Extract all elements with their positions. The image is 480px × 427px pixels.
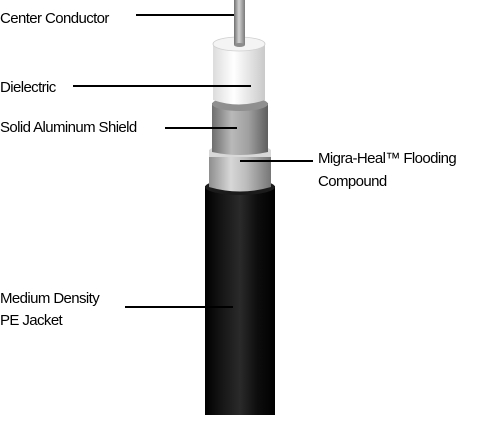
leader-solid-aluminum-shield	[165, 127, 237, 129]
label-flooding-compound-line2: Compound	[318, 173, 387, 190]
aluminum-shield	[212, 97, 268, 155]
label-dielectric: Dielectric	[0, 79, 56, 96]
leader-flooding-compound	[240, 160, 313, 162]
dielectric-core	[212, 36, 266, 105]
leader-center-conductor	[136, 14, 234, 16]
label-flooding-compound-line1: Migra-Heal™ Flooding	[318, 150, 457, 167]
pe-jacket	[205, 179, 275, 415]
leader-dielectric	[73, 85, 251, 87]
label-solid-aluminum-shield: Solid Aluminum Shield	[0, 119, 137, 136]
leader-pe-jacket	[125, 306, 233, 308]
label-pe-jacket-line2: PE Jacket	[0, 312, 63, 329]
center-conductor	[234, 0, 245, 47]
label-center-conductor: Center Conductor	[0, 10, 109, 27]
label-pe-jacket-line1: Medium Density	[0, 290, 100, 307]
